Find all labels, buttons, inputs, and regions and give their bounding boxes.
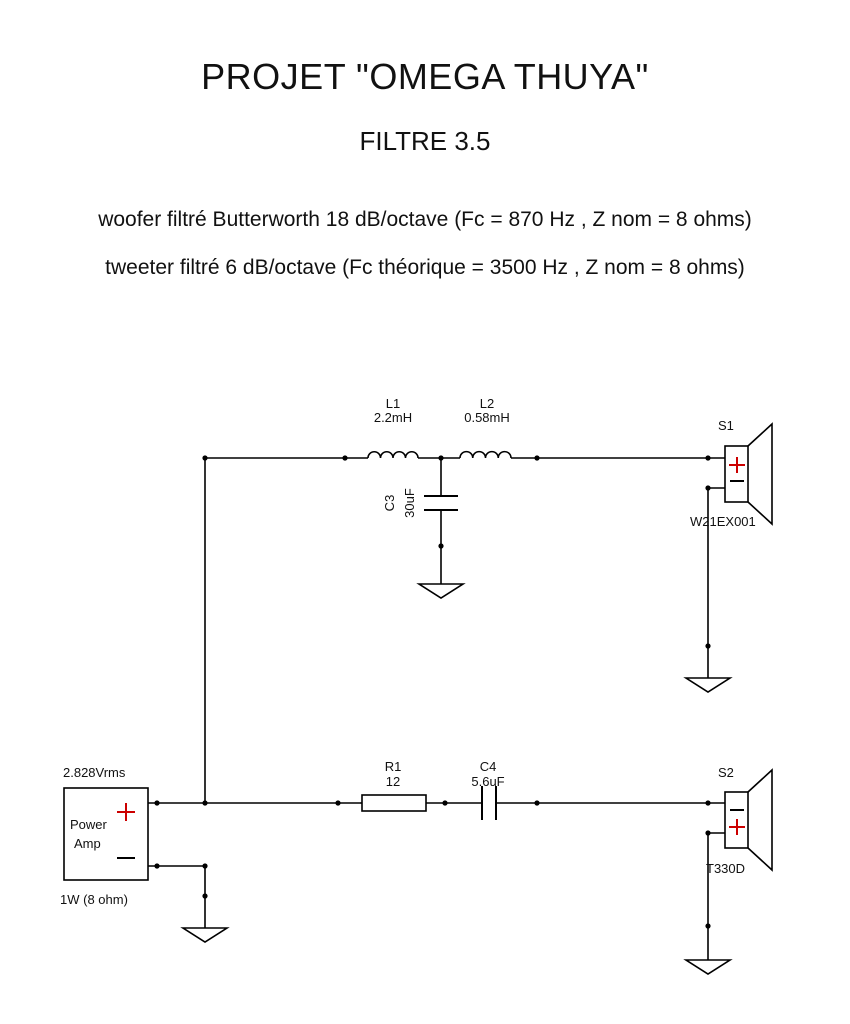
woofer-description: woofer filtré Butterworth 18 dB/octave (… <box>98 208 752 231</box>
inductor-l1: L1 2.2mH <box>367 396 419 459</box>
amp-label-line2: Amp <box>74 836 101 851</box>
junction <box>335 800 341 806</box>
junction <box>438 543 444 549</box>
speaker-s2: S2 T330D <box>706 765 773 876</box>
page-title: PROJET "OMEGA THUYA" <box>201 56 649 97</box>
ground-icon <box>416 583 466 599</box>
s2-magnet <box>724 791 749 849</box>
ground-icon <box>180 927 230 943</box>
ground-s2 <box>683 959 733 975</box>
c3-value: 30uF <box>402 488 417 518</box>
ground-c3 <box>416 583 466 599</box>
junction <box>202 800 208 806</box>
r1-ref: R1 <box>385 759 402 774</box>
junction <box>202 893 208 899</box>
s1-ref: S1 <box>718 418 734 433</box>
junction <box>154 800 160 806</box>
junction <box>705 485 711 491</box>
speaker-cone-icon <box>747 422 773 526</box>
power-amp: 2.828Vrms Power Amp 1W (8 ohm) <box>60 765 149 907</box>
amp-power: 1W (8 ohm) <box>60 892 128 907</box>
capacitor-c3: C3 30uF <box>382 488 458 518</box>
junction <box>438 455 444 461</box>
r1-value: 12 <box>386 774 400 789</box>
junction <box>202 455 208 461</box>
junction <box>705 455 711 461</box>
inductor-l1-coil <box>367 450 419 459</box>
l1-value: 2.2mH <box>374 410 412 425</box>
l1-ref: L1 <box>386 396 400 411</box>
speaker-cone-icon <box>747 768 773 872</box>
s2-model: T330D <box>706 861 745 876</box>
s2-ref: S2 <box>718 765 734 780</box>
junction <box>342 455 348 461</box>
junction <box>202 863 208 869</box>
wires <box>148 457 725 960</box>
inductor-l2: L2 0.58mH <box>459 396 512 459</box>
junction <box>534 455 540 461</box>
capacitor-c4: C4 5.6uF <box>471 759 505 820</box>
page-subtitle: FILTRE 3.5 <box>359 126 491 156</box>
l2-ref: L2 <box>480 396 494 411</box>
c4-value: 5.6uF <box>471 774 504 789</box>
s1-model: W21EX001 <box>690 514 756 529</box>
junction <box>154 863 160 869</box>
amp-voltage: 2.828Vrms <box>63 765 126 780</box>
junction <box>705 923 711 929</box>
r1-body <box>361 794 427 812</box>
c4-ref: C4 <box>480 759 497 774</box>
speaker-s1: S1 W21EX001 <box>690 418 773 529</box>
junction <box>442 800 448 806</box>
junction <box>705 643 711 649</box>
amp-label-line1: Power <box>70 817 108 832</box>
s1-magnet <box>724 445 749 503</box>
inductor-l2-coil <box>459 450 512 459</box>
resistor-r1: R1 12 <box>360 759 427 812</box>
tweeter-description: tweeter filtré 6 dB/octave (Fc théorique… <box>105 256 745 279</box>
junction <box>705 830 711 836</box>
amp-body <box>63 787 149 881</box>
junction <box>534 800 540 806</box>
ground-icon <box>683 677 733 693</box>
junctions <box>154 455 711 929</box>
junction <box>705 800 711 806</box>
l2-value: 0.58mH <box>464 410 510 425</box>
ground-s1 <box>683 677 733 693</box>
ground-amp <box>180 927 230 943</box>
c3-ref: C3 <box>382 495 397 512</box>
ground-icon <box>683 959 733 975</box>
